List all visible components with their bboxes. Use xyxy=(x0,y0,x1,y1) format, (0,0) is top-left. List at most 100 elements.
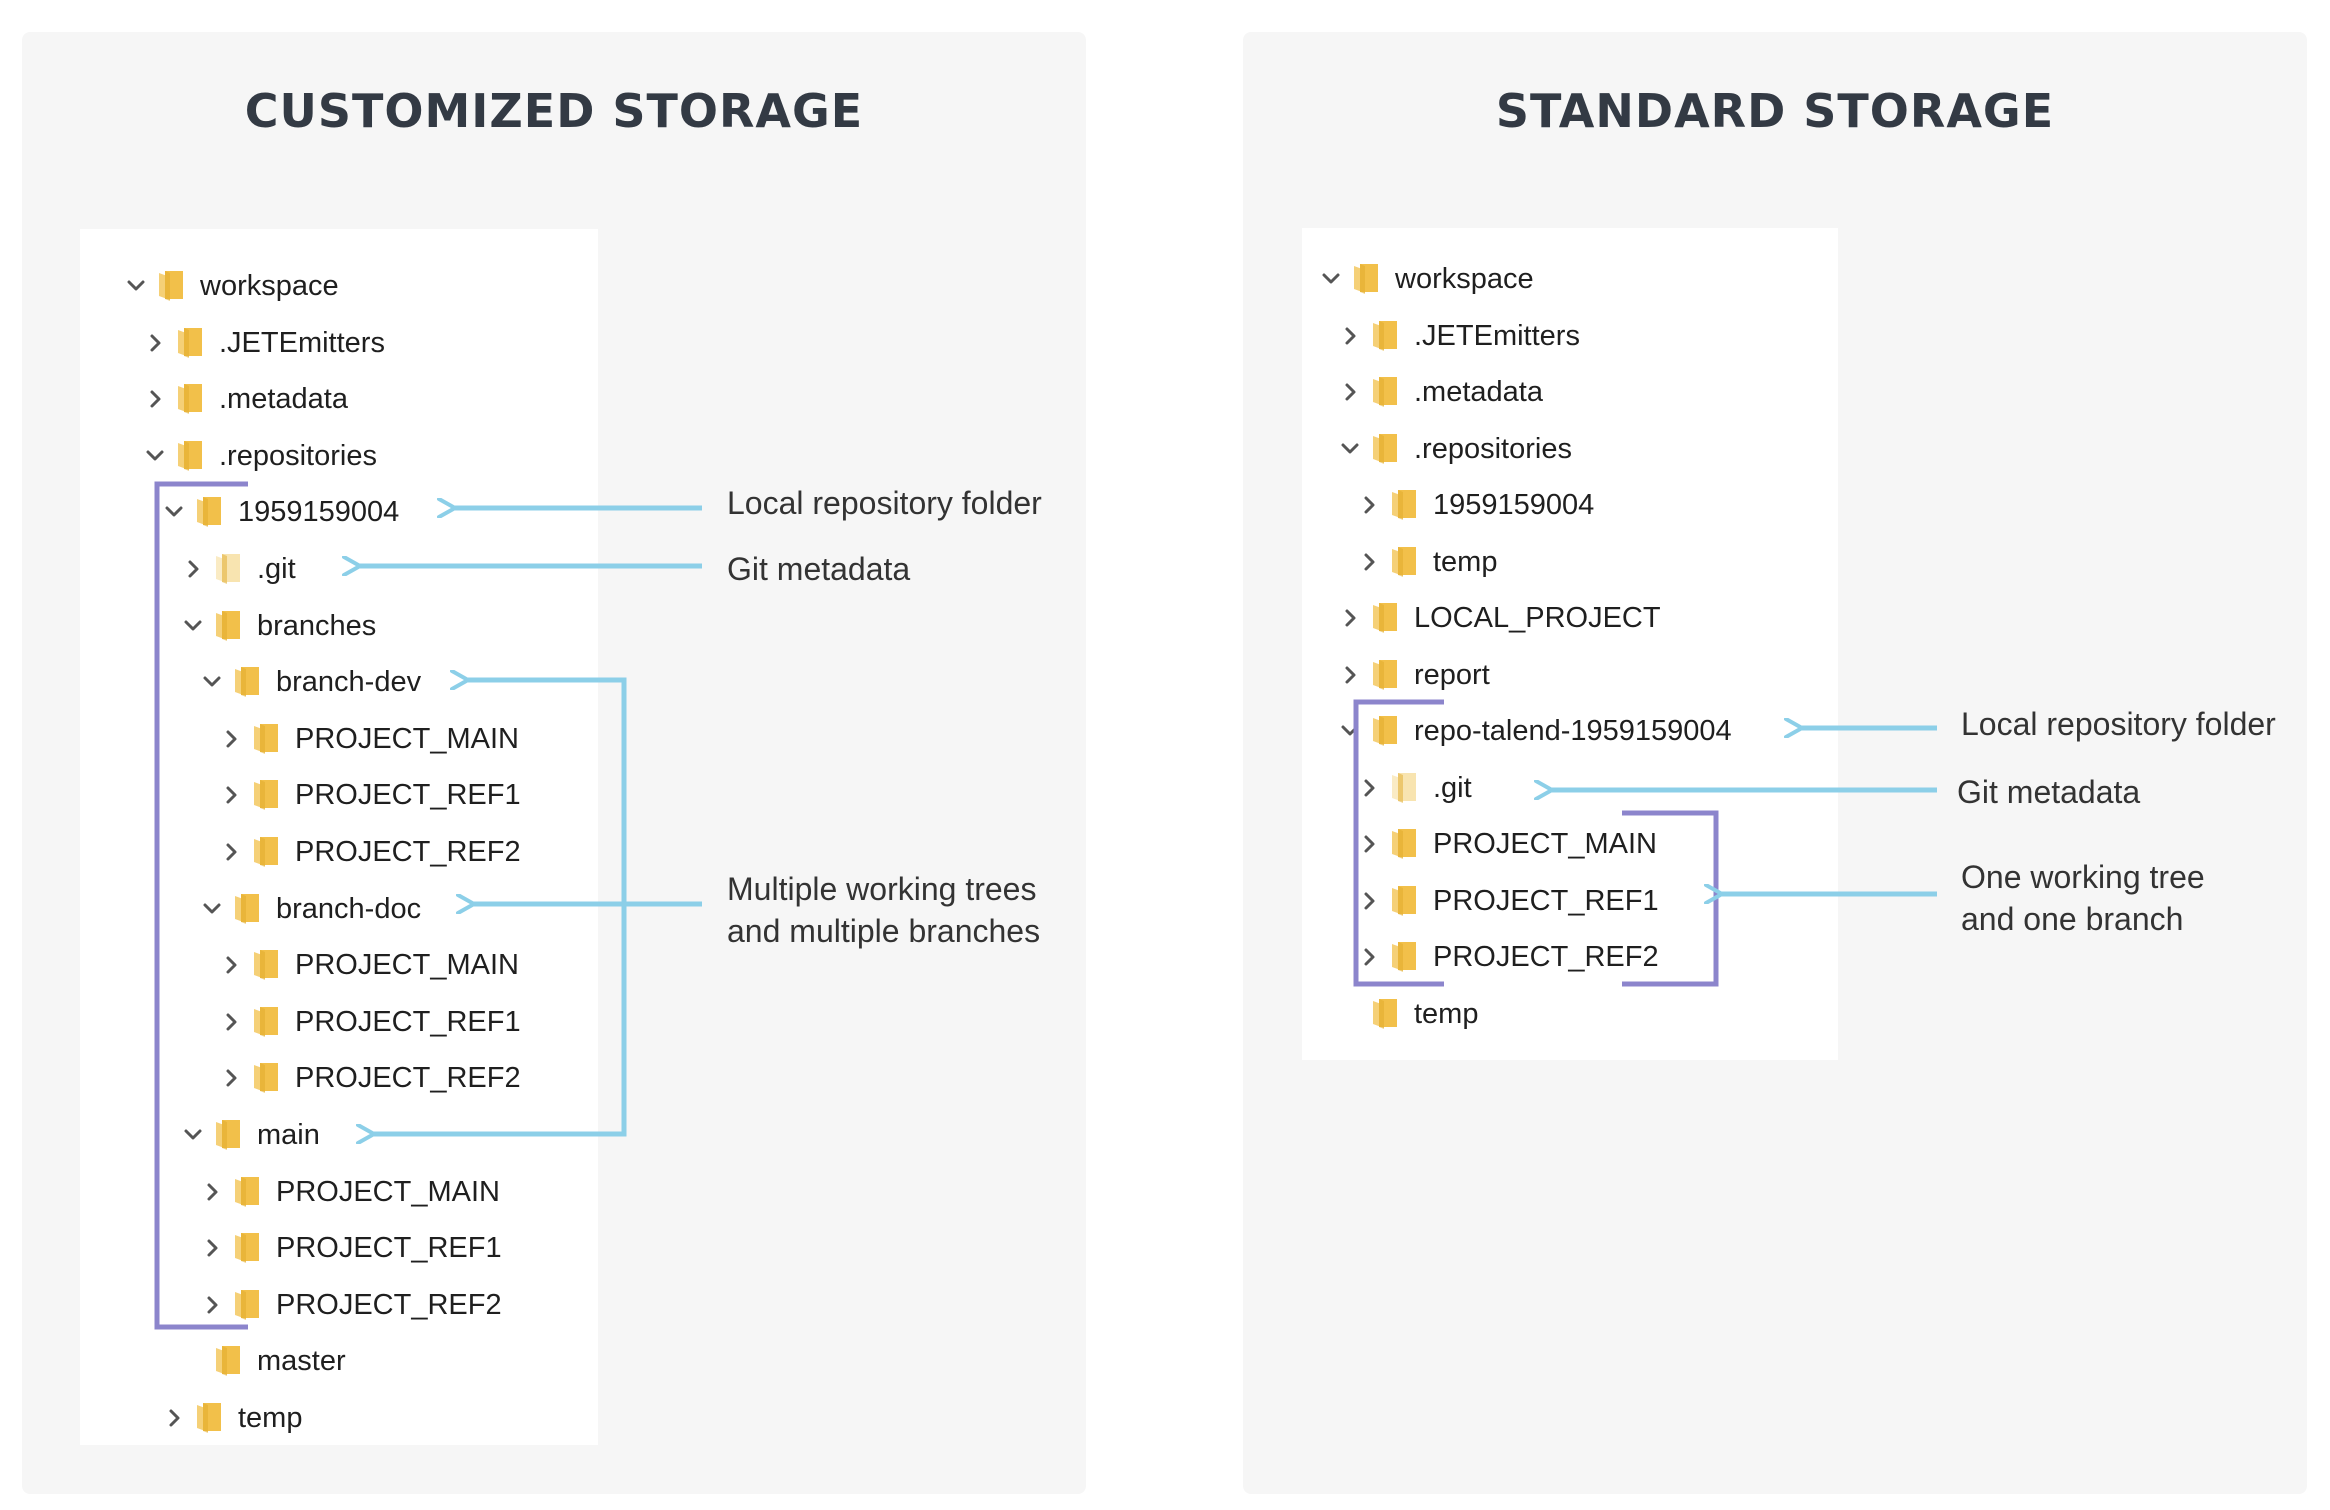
chevron-right-icon[interactable] xyxy=(141,385,169,413)
chevron-right-icon[interactable] xyxy=(217,725,245,753)
chevron-down-icon[interactable] xyxy=(141,442,169,470)
folder-icon xyxy=(213,1118,243,1152)
tree-item-label: PROJECT_MAIN xyxy=(1433,828,1657,860)
chevron-right-icon[interactable] xyxy=(1336,322,1364,350)
folder-icon xyxy=(1389,827,1419,861)
folder-icon xyxy=(1389,884,1419,918)
tree-item-label: workspace xyxy=(1395,263,1534,295)
chevron-right-icon[interactable] xyxy=(1336,604,1364,632)
folder-icon xyxy=(232,892,262,926)
folder-icon xyxy=(1370,658,1400,692)
folder-icon xyxy=(213,552,243,586)
folder-icon xyxy=(175,382,205,416)
tree-item-label: .git xyxy=(257,553,296,585)
tree-item-label: .metadata xyxy=(219,383,348,416)
chevron-right-icon[interactable] xyxy=(217,838,245,866)
chevron-down-icon[interactable] xyxy=(122,272,150,300)
folder-icon xyxy=(251,722,281,756)
chevron-right-icon[interactable] xyxy=(179,555,207,583)
chevron-placeholder xyxy=(1336,1000,1364,1028)
chevron-down-icon[interactable] xyxy=(179,612,207,640)
tree-item-label: PROJECT_MAIN xyxy=(295,949,519,982)
tree-item-label: PROJECT_REF1 xyxy=(295,1005,521,1038)
tree-item-label: PROJECT_REF2 xyxy=(1433,941,1659,973)
folder-icon xyxy=(251,1005,281,1039)
chevron-right-icon[interactable] xyxy=(217,1064,245,1092)
folder-icon xyxy=(1370,714,1400,748)
chevron-right-icon[interactable] xyxy=(1336,378,1364,406)
chevron-right-icon[interactable] xyxy=(1355,887,1383,915)
annotation-git-metadata: Git metadata xyxy=(727,551,911,587)
chevron-right-icon[interactable] xyxy=(217,951,245,979)
folder-icon xyxy=(251,948,281,982)
chevron-down-icon[interactable] xyxy=(1336,717,1364,745)
chevron-right-icon[interactable] xyxy=(1355,943,1383,971)
tree-item-label: .repositories xyxy=(219,439,377,472)
customized-storage-panel: CUSTOMIZED STORAGE workspace.JETEmitters… xyxy=(22,32,1086,1494)
tree-item-label: PROJECT_REF2 xyxy=(295,1062,521,1095)
tree-item-label: .metadata xyxy=(1414,376,1543,408)
tree-item-label: temp xyxy=(1414,997,1479,1030)
chevron-right-icon[interactable] xyxy=(160,1404,188,1432)
chevron-down-icon[interactable] xyxy=(1317,265,1345,293)
tree-item-label: repo-talend-1959159004 xyxy=(1414,715,1732,747)
tree-item-label: report xyxy=(1414,658,1490,691)
annotation-one-tree: One working tree and one branch xyxy=(1961,859,2205,937)
annotation-local-repo: Local repository folder xyxy=(727,485,1042,521)
folder-icon xyxy=(1389,488,1419,522)
folder-icon xyxy=(1389,771,1419,805)
tree-item-label: workspace xyxy=(200,270,339,302)
tree-item-label: PROJECT_REF1 xyxy=(295,779,521,812)
chevron-down-icon[interactable] xyxy=(160,498,188,526)
tree-item-label: 1959159004 xyxy=(238,496,400,529)
annotation-git-metadata: Git metadata xyxy=(1957,774,2141,810)
folder-icon xyxy=(156,269,186,303)
tree-item-label: temp xyxy=(1433,545,1498,578)
chevron-right-icon[interactable] xyxy=(217,1008,245,1036)
file-tree: workspace.JETEmitters.metadata.repositor… xyxy=(80,229,598,1445)
folder-icon xyxy=(1370,319,1400,353)
folder-icon xyxy=(251,1061,281,1095)
tree-item-label: PROJECT_MAIN xyxy=(295,722,519,755)
chevron-right-icon[interactable] xyxy=(1355,830,1383,858)
chevron-right-icon[interactable] xyxy=(217,781,245,809)
chevron-down-icon[interactable] xyxy=(179,1121,207,1149)
folder-icon xyxy=(213,1344,243,1378)
tree-item-label: .repositories xyxy=(1414,432,1572,465)
tree-item-label: .git xyxy=(1433,771,1472,804)
folder-icon xyxy=(1389,940,1419,974)
folder-icon xyxy=(1370,997,1400,1031)
standard-storage-panel: STANDARD STORAGE workspace .JETEmitters .m… xyxy=(1243,32,2307,1494)
chevron-down-icon[interactable] xyxy=(1336,435,1364,463)
folder-icon xyxy=(175,439,205,473)
chevron-right-icon[interactable] xyxy=(1355,548,1383,576)
folder-icon xyxy=(251,778,281,812)
tree-item-label: PROJECT_REF1 xyxy=(276,1232,502,1265)
tree-item-label: LOCAL_PROJECT xyxy=(1414,602,1661,634)
chevron-right-icon[interactable] xyxy=(141,329,169,357)
annotation-multiple-trees: Multiple working trees and multiple bran… xyxy=(727,871,1041,949)
chevron-down-icon[interactable] xyxy=(198,668,226,696)
tree-item-label: 1959159004 xyxy=(1433,489,1595,521)
tree-item-label: branch-doc xyxy=(276,892,422,925)
file-tree: workspace .JETEmitters .metadata .repositor… xyxy=(1302,228,1838,1060)
tree-item-label: PROJECT_REF2 xyxy=(276,1288,502,1321)
tree-item-label: .JETEmitters xyxy=(1414,319,1580,352)
tree-item-label: master xyxy=(257,1345,346,1378)
folder-icon xyxy=(1370,375,1400,409)
folder-icon xyxy=(194,495,224,529)
chevron-right-icon[interactable] xyxy=(198,1178,226,1206)
folder-icon xyxy=(175,326,205,360)
chevron-right-icon[interactable] xyxy=(1336,661,1364,689)
chevron-right-icon[interactable] xyxy=(198,1291,226,1319)
chevron-right-icon[interactable] xyxy=(1355,491,1383,519)
folder-icon xyxy=(1351,262,1381,296)
tree-item-label: temp xyxy=(238,1402,303,1434)
folder-icon xyxy=(232,665,262,699)
chevron-down-icon[interactable] xyxy=(198,895,226,923)
folder-icon xyxy=(1370,432,1400,466)
chevron-right-icon[interactable] xyxy=(1355,774,1383,802)
panel-title: STANDARD STORAGE xyxy=(1495,84,2055,138)
chevron-right-icon[interactable] xyxy=(198,1234,226,1262)
tree-item-label: branches xyxy=(257,609,377,642)
